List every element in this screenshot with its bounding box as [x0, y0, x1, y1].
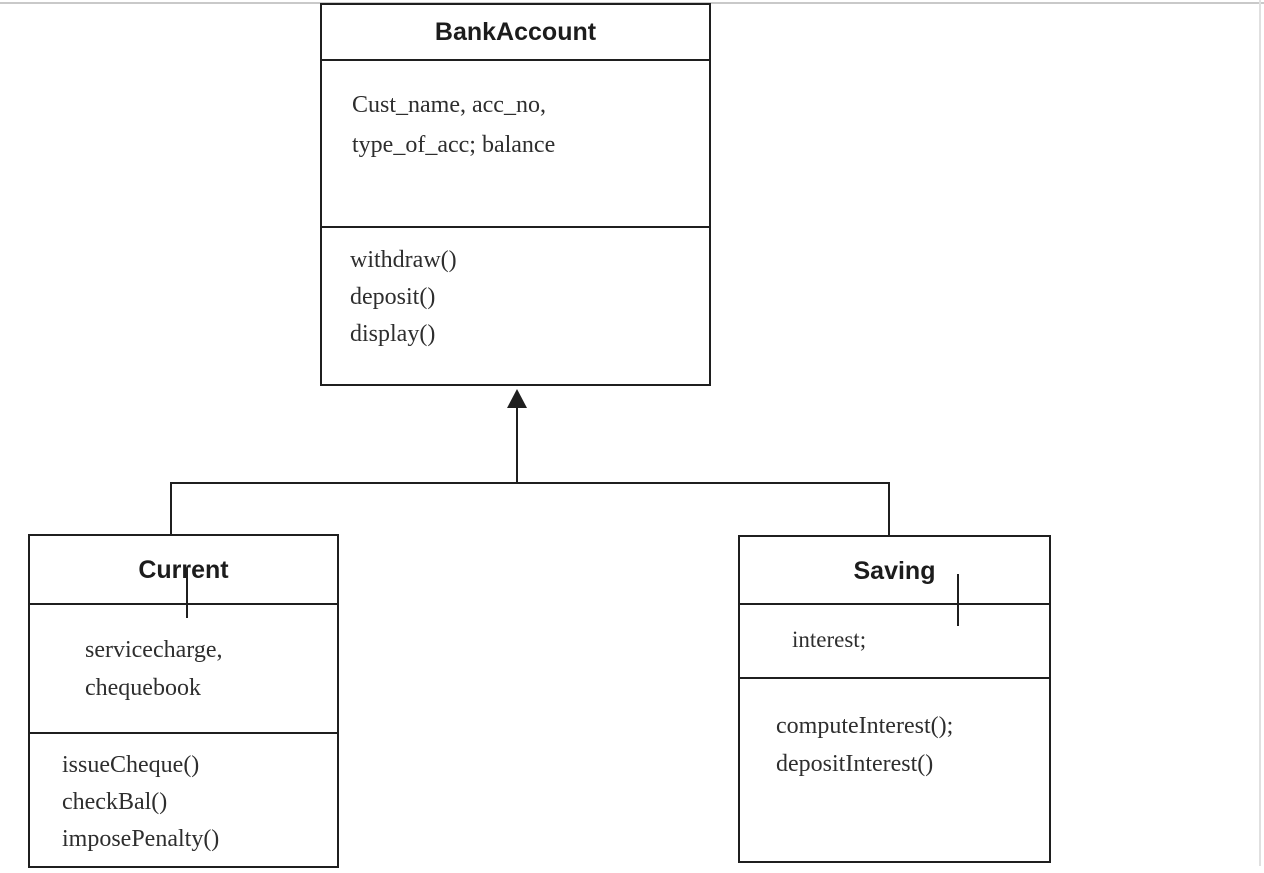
attributes-compartment-bankaccount: Cust_name, acc_no, type_of_acc; balance — [322, 59, 709, 226]
connector-horizontal-line — [170, 482, 890, 484]
method-line: withdraw() — [350, 247, 457, 273]
class-box-bankaccount: BankAccount Cust_name, acc_no, type_of_a… — [320, 3, 711, 386]
methods-compartment-bankaccount: withdraw() deposit() display() — [322, 226, 709, 384]
method-line: deposit() — [350, 284, 436, 310]
method-line: checkBal() — [62, 789, 168, 815]
method-line: imposePenalty() — [62, 826, 220, 852]
attribute-line: type_of_acc; balance — [352, 132, 556, 158]
method-line: depositInterest() — [776, 751, 934, 777]
method-line: computeInterest(); — [776, 713, 954, 739]
attributes-compartment-saving: interest; — [740, 603, 1049, 677]
connector-drop-to-saving — [888, 482, 890, 537]
connector-stroke-inside-saving — [957, 574, 959, 626]
attributes-compartment-current: servicecharge, chequebook — [30, 603, 337, 732]
method-line: display() — [350, 321, 436, 347]
class-title-saving: Saving — [853, 556, 936, 585]
attribute-line: chequebook — [85, 675, 201, 701]
generalization-arrow-shaft — [516, 402, 518, 484]
method-line: issueCheque() — [62, 752, 200, 778]
attribute-line: servicecharge, — [85, 637, 223, 663]
class-title-current: Current — [138, 556, 229, 584]
attribute-line: Cust_name, acc_no, — [352, 92, 546, 118]
methods-compartment-saving: computeInterest(); depositInterest() — [740, 677, 1049, 861]
attribute-line: interest; — [792, 627, 867, 652]
class-box-current: Current servicecharge, chequebook issueC… — [28, 534, 339, 868]
page-right-edge — [1259, 0, 1261, 866]
connector-stroke-inside-current — [186, 568, 188, 618]
connector-drop-to-current — [170, 482, 172, 536]
methods-compartment-current: issueCheque() checkBal() imposePenalty() — [30, 732, 337, 866]
class-box-saving: Saving interest; computeInterest(); depo… — [738, 535, 1051, 863]
class-title-bankaccount: BankAccount — [434, 17, 597, 46]
generalization-arrowhead-icon — [507, 389, 527, 408]
